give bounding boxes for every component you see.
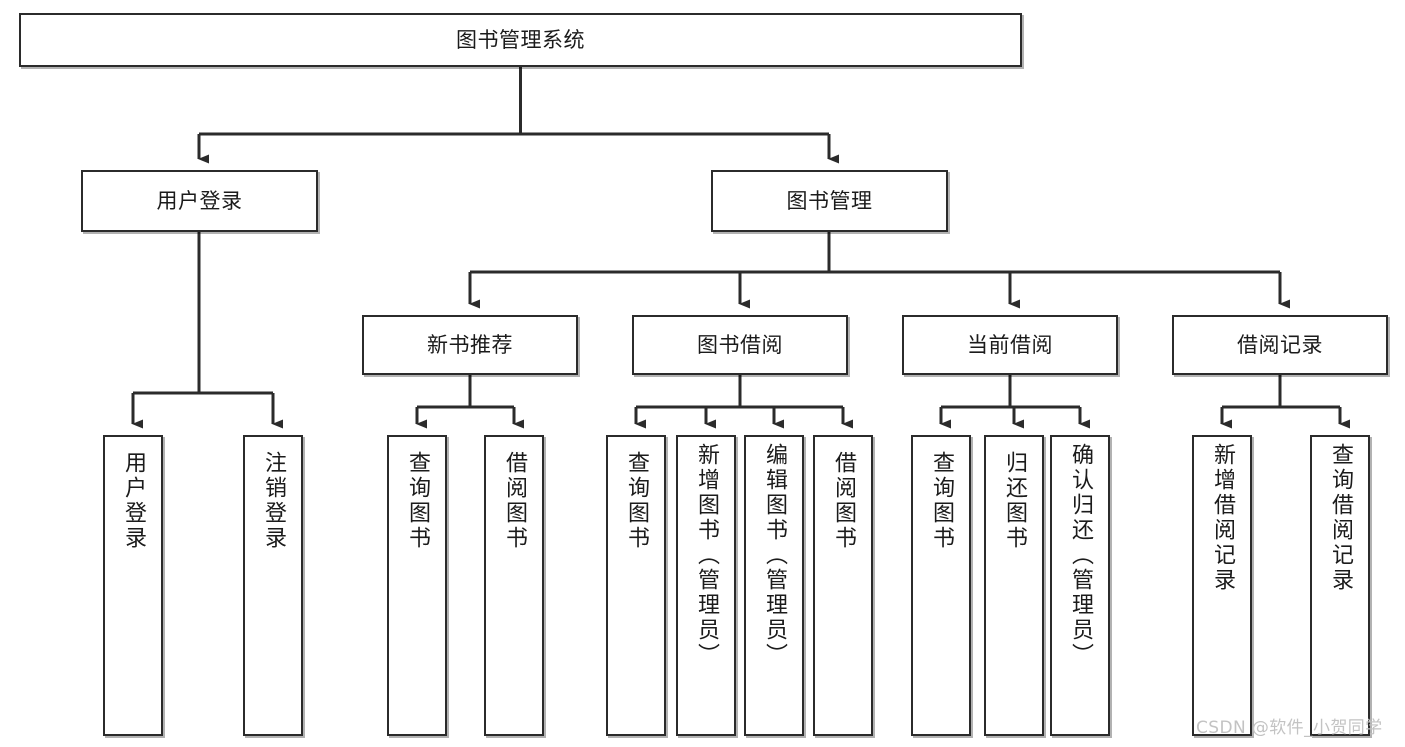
leaf-add-borrow-record[interactable]: 新增借阅记录 [1192,435,1252,736]
node-current-borrow-label: 当前借阅 [967,332,1053,357]
leaf-label: 确认归还（管理员） [1068,443,1093,668]
leaf-label: 新增图书（管理员） [694,443,719,668]
node-borrow-records-label: 借阅记录 [1237,332,1323,357]
leaf-query-borrow-record[interactable]: 查询借阅记录 [1310,435,1370,736]
leaf-borrow-book-recommend[interactable]: 借阅图书 [484,435,544,736]
node-user-login-label: 用户登录 [156,188,243,213]
leaf-label: 查询图书 [929,451,954,551]
node-root[interactable]: 图书管理系统 [19,13,1022,67]
leaf-query-book-recommend[interactable]: 查询图书 [387,435,447,736]
leaf-label: 归还图书 [1002,451,1027,551]
leaf-label: 借阅图书 [502,451,527,551]
leaf-confirm-return-admin[interactable]: 确认归还（管理员） [1050,435,1110,736]
node-root-label: 图书管理系统 [456,27,585,52]
leaf-label: 用户登录 [121,451,146,551]
leaf-user-login[interactable]: 用户登录 [103,435,163,736]
node-current-borrow[interactable]: 当前借阅 [902,315,1118,375]
leaf-query-book-borrow[interactable]: 查询图书 [606,435,666,736]
leaf-logout-login[interactable]: 注销登录 [243,435,303,736]
leaf-edit-book-admin[interactable]: 编辑图书（管理员） [744,435,804,736]
node-book-borrow-label: 图书借阅 [697,332,783,357]
leaf-label: 查询借阅记录 [1328,443,1353,593]
node-user-login[interactable]: 用户登录 [81,170,318,232]
leaf-label: 查询图书 [624,451,649,551]
leaf-label: 编辑图书（管理员） [762,443,787,668]
node-book-management-label: 图书管理 [786,188,873,213]
leaf-label: 借阅图书 [831,451,856,551]
leaf-query-book-current[interactable]: 查询图书 [911,435,971,736]
node-borrow-records[interactable]: 借阅记录 [1172,315,1388,375]
csdn-watermark: CSDN @软件_小贺同学 [1196,718,1383,738]
node-new-book-recommend[interactable]: 新书推荐 [362,315,578,375]
leaf-borrow-book[interactable]: 借阅图书 [813,435,873,736]
node-book-management[interactable]: 图书管理 [711,170,948,232]
leaf-label: 查询图书 [405,451,430,551]
leaf-label: 新增借阅记录 [1210,443,1235,593]
node-new-book-recommend-label: 新书推荐 [427,332,513,357]
node-book-borrow[interactable]: 图书借阅 [632,315,848,375]
leaf-return-book[interactable]: 归还图书 [984,435,1044,736]
leaf-label: 注销登录 [261,451,286,551]
leaf-add-book-admin[interactable]: 新增图书（管理员） [676,435,736,736]
